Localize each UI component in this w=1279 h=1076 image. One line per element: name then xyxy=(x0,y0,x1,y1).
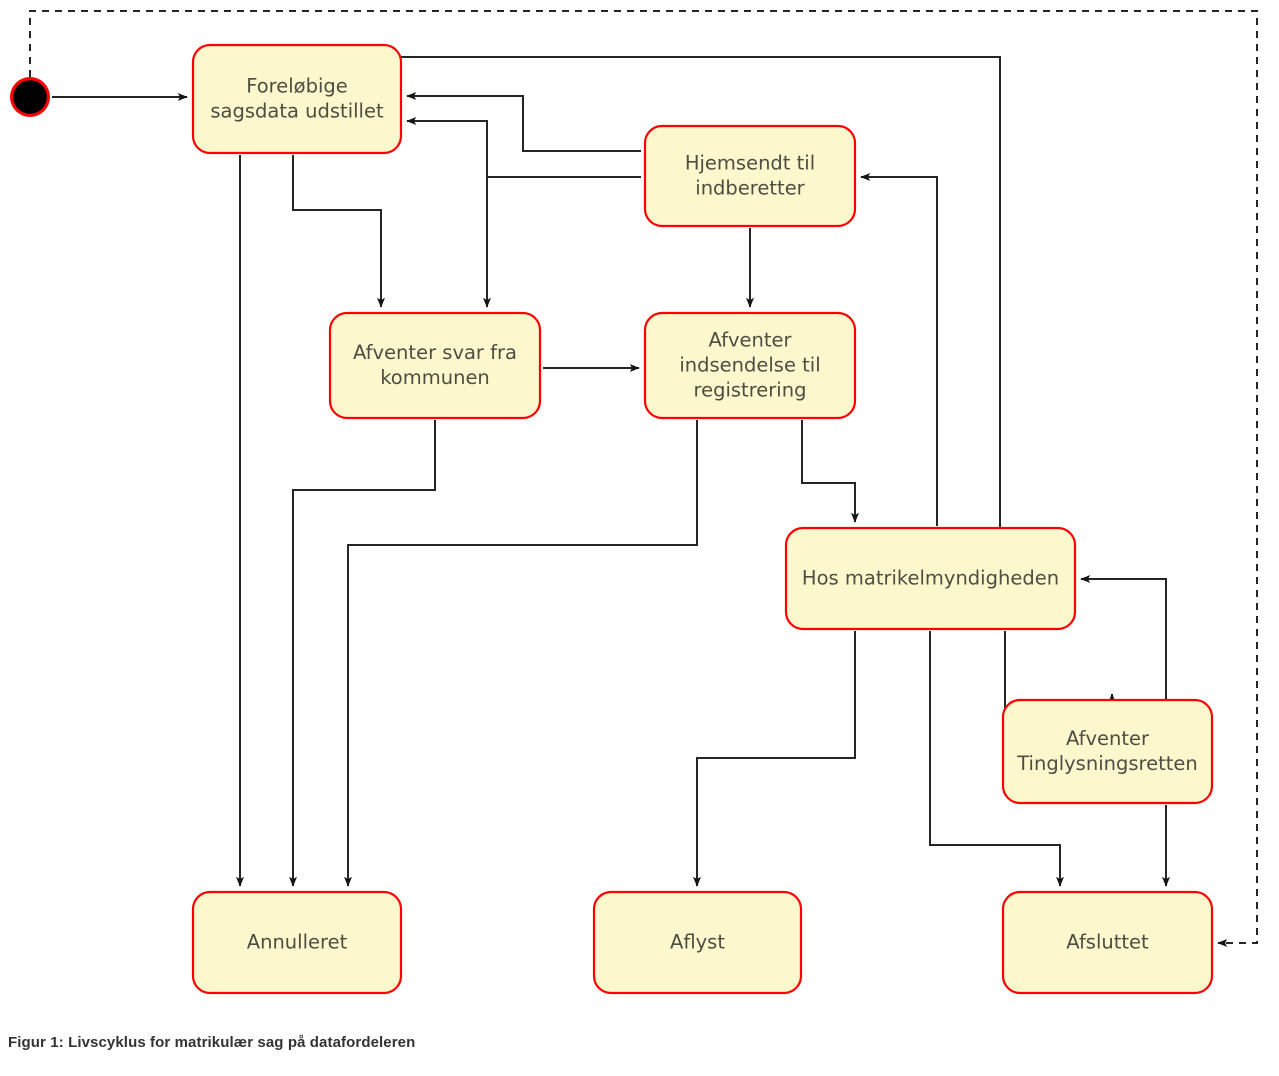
edge-afventer_registrering-to-matrikelmyndighed xyxy=(801,420,859,523)
edge-start-to-afsluttet xyxy=(29,10,1258,947)
edge-layer xyxy=(29,10,1258,947)
state-box-hjemsendt[interactable] xyxy=(643,124,857,228)
edge-tinglysning-to-matrikelmyndighed xyxy=(1080,575,1167,700)
state-box-afsluttet[interactable] xyxy=(1001,890,1214,995)
initial-node-core xyxy=(13,80,47,114)
edge-hjemsendt-to-forelobige xyxy=(406,92,641,152)
state-node-annulleret[interactable]: Annulleret xyxy=(191,890,403,995)
state-box-afventer_registrering[interactable] xyxy=(643,311,857,420)
state-box-annulleret[interactable] xyxy=(191,890,403,995)
state-box-tinglysning[interactable] xyxy=(1001,698,1214,805)
edge-matrikelmyndighed-to-hjemsendt xyxy=(860,173,938,526)
state-node-afsluttet[interactable]: Afsluttet xyxy=(1001,890,1214,995)
edge-forelobige-to-hjemsendt xyxy=(398,56,1001,530)
edge-hjemsendt-to-forelobige xyxy=(406,117,641,178)
edge-matrikelmyndighed-to-aflyst xyxy=(693,631,856,887)
state-box-aflyst[interactable] xyxy=(592,890,803,995)
state-label-annulleret: Annulleret xyxy=(247,930,348,953)
state-box-matrikelmyndighed[interactable] xyxy=(784,526,1077,631)
state-box-afventer_kommune[interactable] xyxy=(328,311,542,420)
edge-afventer_kommune-to-annulleret xyxy=(289,420,436,887)
edge-forelobige-to-afventer_kommune xyxy=(292,155,385,308)
state-label-afsluttet: Afsluttet xyxy=(1066,930,1149,953)
edge-afventer_registrering-to-annulleret xyxy=(344,420,698,887)
initial-state-node xyxy=(10,77,50,117)
state-label-aflyst: Aflyst xyxy=(670,930,725,953)
figure-caption: Figur 1: Livscyklus for matrikulær sag p… xyxy=(8,1034,416,1051)
state-node-aflyst[interactable]: Aflyst xyxy=(592,890,803,995)
edge-matrikelmyndighed-to-afsluttet xyxy=(929,631,1064,887)
state-label-matrikelmyndighed: Hos matrikelmyndigheden xyxy=(802,566,1059,589)
state-box-forelobige[interactable] xyxy=(191,43,403,155)
state-node-matrikelmyndighed[interactable]: Hos matrikelmyndigheden xyxy=(784,526,1077,631)
